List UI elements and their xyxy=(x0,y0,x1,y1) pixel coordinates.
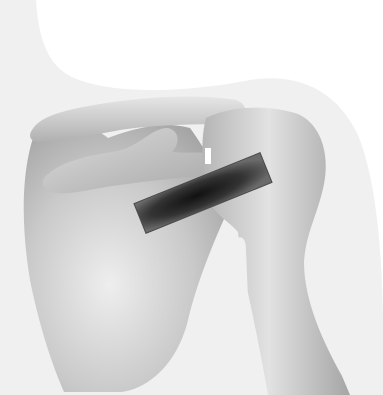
acromion-notch xyxy=(205,148,211,164)
